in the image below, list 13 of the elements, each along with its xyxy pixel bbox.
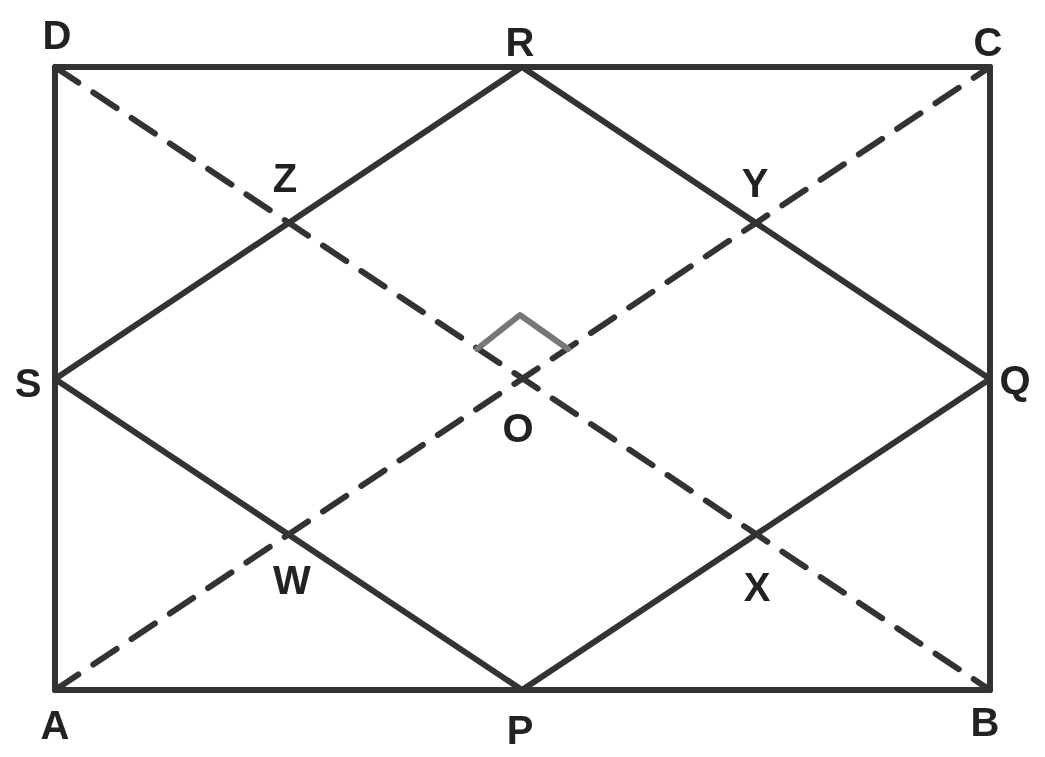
point-label: Y [741,163,769,203]
point-label: D [42,15,72,55]
point-label: Z [272,158,298,198]
point-label: P [506,710,534,750]
point-label: O [502,408,534,448]
point-label: B [970,702,1000,742]
point-label: W [273,560,311,600]
point-label: A [40,705,70,745]
point-label: R [505,22,535,62]
point-label: X [743,567,771,607]
point-label: C [973,22,1003,62]
point-label: S [14,363,42,403]
point-label: Q [999,360,1031,400]
